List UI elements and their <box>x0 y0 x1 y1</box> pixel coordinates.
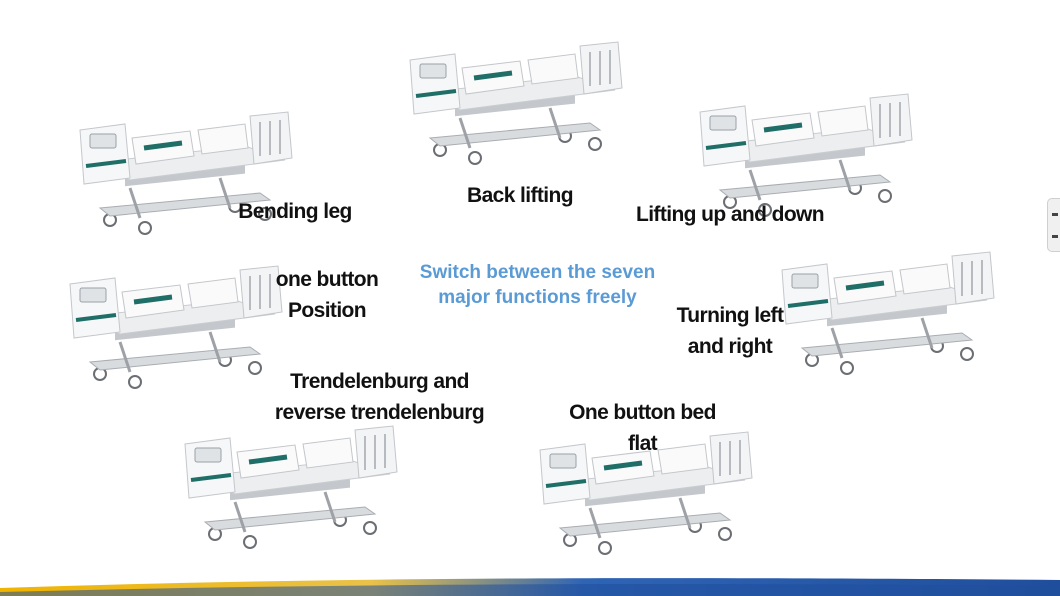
label-one-button-bed-flat: One button bed flat <box>555 397 730 459</box>
label-line: flat <box>627 432 658 455</box>
side-tab[interactable] <box>1047 198 1060 252</box>
label-lifting-up-and-down: Lifting up and down <box>620 199 840 230</box>
center-caption: Switch between the seven major functions… <box>395 260 680 310</box>
label-line: Lifting up and down <box>635 203 825 226</box>
hospital-bed-icon <box>175 422 415 552</box>
bottom-band <box>0 578 1060 596</box>
label-turning-left-and-right: Turning left and right <box>660 300 800 362</box>
label-trendelenburg: Trendelenburg and reverse trendelenburg <box>262 366 497 428</box>
label-one-button-position: one button Position <box>252 264 402 326</box>
label-line: One button bed <box>569 401 716 424</box>
label-line: reverse trendelenburg <box>274 401 485 424</box>
caption-line: major functions freely <box>438 287 637 308</box>
label-line: Turning left <box>676 304 784 327</box>
label-line: Position <box>287 299 367 322</box>
label-line: Trendelenburg and <box>290 370 469 393</box>
label-line: one button <box>275 268 379 291</box>
label-back-lifting: Back lifting <box>450 180 590 211</box>
label-line: and right <box>687 335 773 358</box>
caption-line: Switch between the seven <box>419 262 656 283</box>
label-line: Back lifting <box>467 184 574 207</box>
hospital-bed-icon <box>772 248 1012 378</box>
label-bending-leg: Bending leg <box>215 196 375 227</box>
label-line: Bending leg <box>238 200 352 223</box>
hospital-bed-icon <box>400 38 640 168</box>
